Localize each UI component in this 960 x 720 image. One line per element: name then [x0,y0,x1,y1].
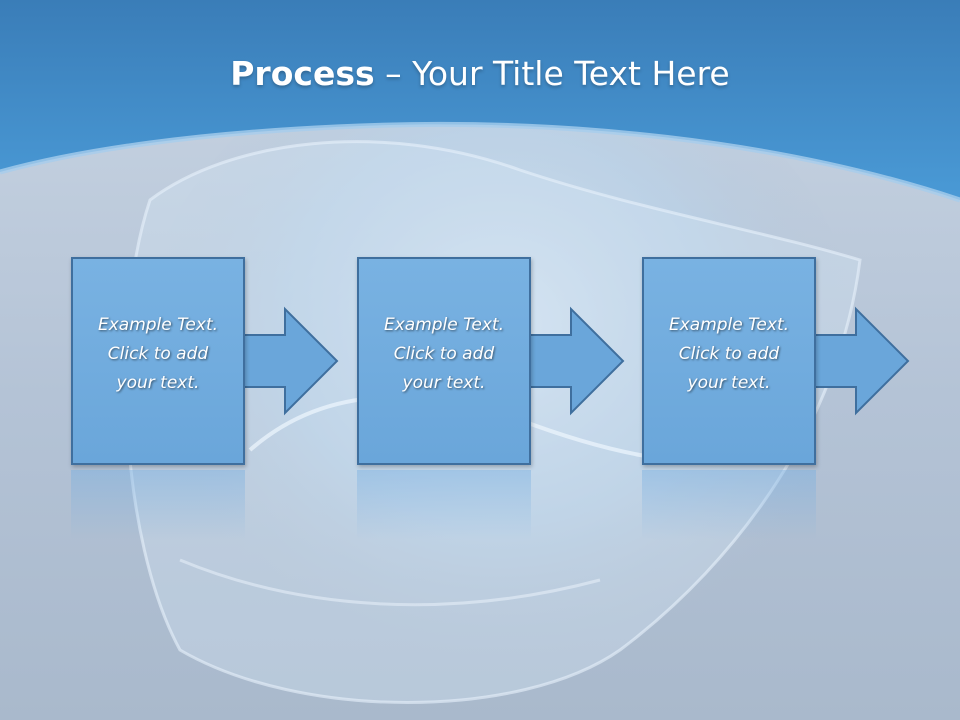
title-bold-text: Process [230,54,375,93]
step-text[interactable]: Example Text. Click to add your text. [642,311,816,398]
step-text-line: Click to add [107,344,209,364]
step-text-line: your text. [687,373,771,393]
process-step-1[interactable]: Example Text. Click to add your text. [71,257,341,467]
title-rest-text: – Your Title Text Here [374,54,730,93]
step-box[interactable] [642,257,816,465]
step-box[interactable] [357,257,531,465]
step-text[interactable]: Example Text. Click to add your text. [71,311,245,398]
step-text-line: your text. [402,373,486,393]
step-box[interactable] [71,257,245,465]
process-step-3[interactable]: Example Text. Click to add your text. [642,257,912,467]
step-text-line: Click to add [678,344,780,364]
step-text-line: your text. [116,373,200,393]
step-text-line: Example Text. [668,315,790,335]
step-text-line: Example Text. [97,315,219,335]
step-text-line: Click to add [393,344,495,364]
step-reflection [357,470,531,540]
process-step-2[interactable]: Example Text. Click to add your text. [357,257,627,467]
step-reflection [642,470,816,540]
step-text[interactable]: Example Text. Click to add your text. [357,311,531,398]
header-band [0,0,960,200]
slide-title[interactable]: Process – Your Title Text Here [0,52,960,96]
step-reflection [71,470,245,540]
step-text-line: Example Text. [383,315,505,335]
